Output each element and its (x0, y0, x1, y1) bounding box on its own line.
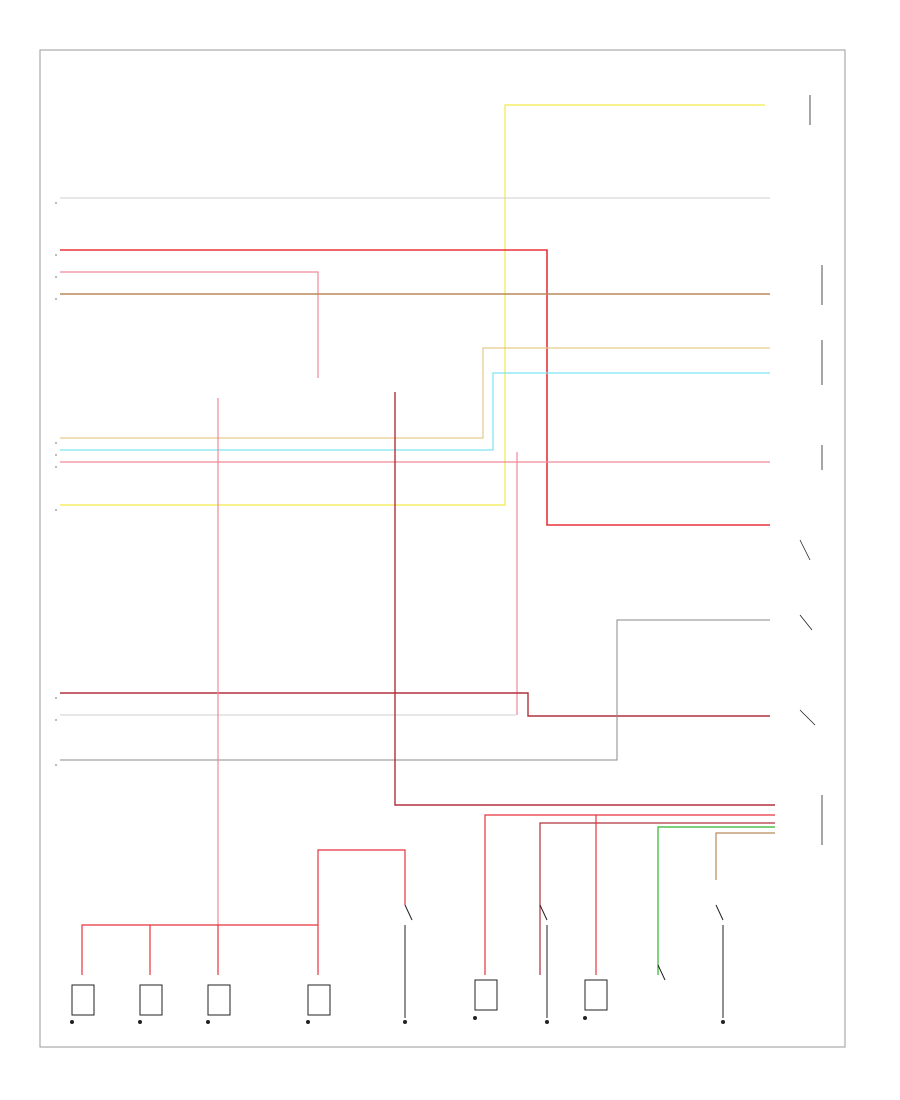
switch-symbols-bottom (71, 904, 724, 1018)
wire-bottom-left-bus (81, 849, 406, 975)
wire-dark-red-lower (60, 692, 770, 717)
diagram-frame (39, 49, 846, 1048)
wire-light-blue (60, 372, 770, 451)
wire-dark-red-vertical (394, 392, 775, 806)
wire-yellow-top (60, 104, 765, 506)
wire-tan (60, 347, 770, 439)
wire-pink-upper (60, 271, 319, 378)
wire-pink-middle (60, 452, 770, 715)
ground-points (70, 1016, 725, 1024)
right-connector-marks (799, 95, 823, 845)
wire-red-main (60, 249, 770, 526)
wire-gray-switch (60, 619, 770, 761)
wire-bottom-right-bus (484, 814, 775, 975)
left-connector-dots (55, 202, 57, 766)
